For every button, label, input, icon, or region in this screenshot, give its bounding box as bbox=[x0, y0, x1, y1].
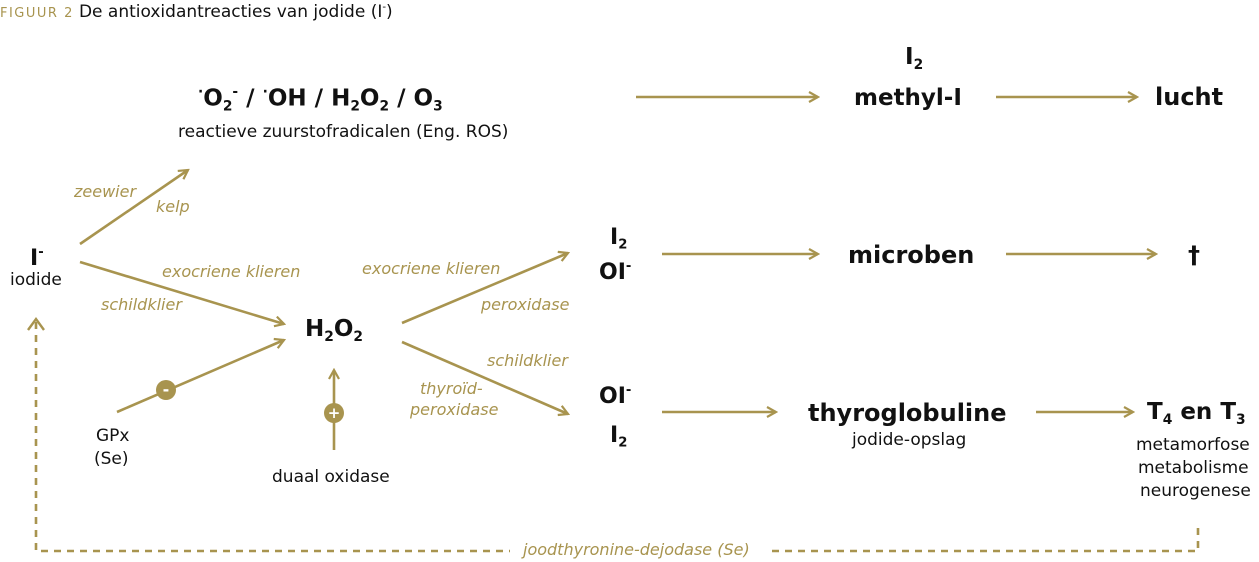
iodide-i: I bbox=[30, 246, 39, 272]
label-peroxidase: peroxidase bbox=[481, 295, 570, 314]
top-oi-text: OI bbox=[599, 260, 626, 286]
microben-label: microben bbox=[848, 241, 975, 269]
dagger-label: † bbox=[1188, 241, 1200, 269]
iodide-sup: - bbox=[38, 245, 44, 260]
label-thyroid-2: peroxidase bbox=[410, 400, 499, 419]
top-i2-sub: 2 bbox=[618, 237, 628, 253]
bottom-oi-sup: - bbox=[625, 383, 632, 398]
bottom-i2-sub: 2 bbox=[618, 435, 628, 451]
t4t3-effect-2: metabolisme bbox=[1138, 458, 1249, 478]
label-schildklier-2: schildklier bbox=[487, 351, 568, 370]
minus-badge: - bbox=[156, 380, 176, 400]
h2o2-h: H bbox=[305, 316, 325, 342]
i2-methyl-i: I bbox=[905, 44, 914, 70]
top-i2-i: I bbox=[610, 225, 619, 250]
ros-formula: ·O2- / ·OH / H2O2 / O3 bbox=[198, 84, 443, 115]
bottom-oi: OI- bbox=[599, 384, 631, 408]
t4t3-effect-3: neurogenese bbox=[1140, 481, 1251, 501]
arrow-iodide-to-h2o2 bbox=[79, 260, 284, 324]
ros-oh-dot: · bbox=[262, 84, 268, 100]
methyl-i-label: methyl-I bbox=[854, 85, 962, 111]
figure-title-end: ) bbox=[386, 2, 393, 23]
ros-caption: reactieve zuurstofradicalen (Eng. ROS) bbox=[178, 122, 509, 142]
t4t3-label: T4 en T3 bbox=[1147, 401, 1246, 428]
t4-t: T bbox=[1147, 399, 1163, 425]
thyroglobuline-caption: jodide-opslag bbox=[852, 430, 967, 450]
label-kelp: kelp bbox=[156, 197, 190, 216]
dejodase-arrowhead bbox=[27, 316, 45, 331]
h2o2-sub2: 2 bbox=[353, 328, 364, 345]
i2-methyl-i2: I2 bbox=[905, 46, 923, 73]
ros-sep2: / bbox=[306, 85, 332, 112]
figure-title: De antioxidantreacties van jodide (I-) bbox=[79, 2, 393, 22]
bottom-i2: I2 bbox=[610, 425, 627, 450]
ros-sep3: / bbox=[389, 85, 414, 112]
ros-o3: O bbox=[413, 85, 434, 112]
ros-sep1: / bbox=[238, 85, 263, 112]
label-schildklier-1: schildklier bbox=[101, 295, 182, 314]
arrow-iodide-to-ros bbox=[79, 170, 188, 246]
iodide-symbol: I- bbox=[30, 246, 44, 270]
h2o2-node: H2O2 bbox=[305, 318, 363, 345]
gpx-line2: (Se) bbox=[94, 449, 129, 469]
arrow-h2o2-to-i2-oi bbox=[401, 253, 568, 325]
ros-o3-sub: 3 bbox=[433, 98, 443, 115]
label-thyroid-1: thyroïd- bbox=[420, 379, 483, 398]
ros-o2-dot: · bbox=[198, 84, 204, 100]
ros-h2o2-o: O bbox=[359, 85, 380, 112]
duaal-oxidase-label: duaal oxidase bbox=[272, 467, 390, 487]
h2o2-o: O bbox=[333, 316, 354, 342]
dejodase-loop-right bbox=[772, 523, 1200, 553]
arrow-h2o2-to-oi-i2 bbox=[401, 340, 568, 414]
ros-h2o2-sub1: 2 bbox=[350, 98, 360, 115]
t4t3-en: en bbox=[1172, 399, 1221, 425]
ros-h2o2-h: H bbox=[331, 85, 351, 112]
t3-t: T bbox=[1220, 399, 1237, 425]
bottom-oi-text: OI bbox=[599, 384, 626, 410]
arrow-gpx-to-h2o2 bbox=[116, 340, 284, 414]
label-exocriene-2: exocriene klieren bbox=[362, 259, 501, 278]
ros-h2o2-sub2: 2 bbox=[379, 98, 390, 115]
plus-badge-text: + bbox=[328, 404, 341, 422]
figure-title-sup: - bbox=[382, 2, 387, 13]
t4t3-effect-1: metamorfose bbox=[1136, 435, 1250, 455]
h2o2-sub1: 2 bbox=[324, 328, 334, 345]
label-exocriene-1: exocriene klieren bbox=[162, 262, 301, 281]
figure-header: FIGUUR 2 De antioxidantreacties van jodi… bbox=[0, 2, 393, 22]
bottom-i2-i: I bbox=[610, 423, 619, 448]
gpx-line1: GPx bbox=[96, 426, 130, 446]
label-zeewier: zeewier bbox=[74, 182, 137, 201]
ros-o2-sub: 2 bbox=[222, 98, 233, 115]
figure-label: FIGUUR 2 bbox=[0, 6, 74, 22]
top-oi-sup: - bbox=[625, 259, 632, 274]
t3-sub: 3 bbox=[1236, 411, 1246, 428]
plus-badge: + bbox=[324, 403, 344, 423]
lucht-label: lucht bbox=[1155, 83, 1224, 111]
t4-sub: 4 bbox=[1162, 411, 1173, 428]
minus-badge-text: - bbox=[163, 380, 170, 399]
i2-methyl-i-sub: 2 bbox=[913, 56, 924, 73]
thyroglobuline-label: thyroglobuline bbox=[808, 399, 1007, 427]
label-dejodase: joodthyronine-dejodase (Se) bbox=[523, 540, 750, 559]
ros-oh: OH bbox=[267, 85, 307, 112]
top-oi: OI- bbox=[599, 260, 631, 284]
figure-title-text: De antioxidantreacties van jodide (I bbox=[78, 2, 383, 23]
ros-o2: O bbox=[203, 85, 223, 112]
top-i2: I2 bbox=[610, 227, 627, 252]
ros-o2-sup: - bbox=[232, 84, 239, 100]
iodide-caption: iodide bbox=[10, 270, 62, 290]
